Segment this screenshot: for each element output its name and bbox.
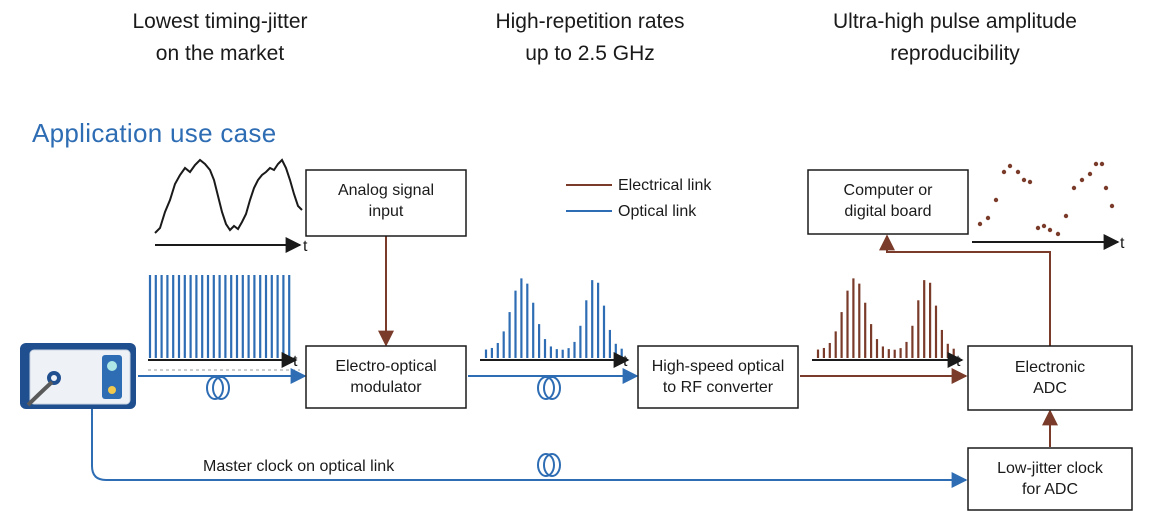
sample-point	[1109, 203, 1115, 209]
sample-point	[1021, 177, 1027, 183]
feature-jitter-line1: Lowest timing-jitter	[132, 10, 308, 33]
sample-point	[1027, 179, 1033, 185]
master-clock-label: Master clock on optical link	[203, 458, 395, 475]
sample-point	[1093, 161, 1099, 167]
electro-optical-modulator-box: Electro-optical modulator	[305, 345, 467, 409]
sampled-axis-label: t	[1120, 235, 1125, 252]
fiber-coil-icon	[537, 376, 561, 400]
feature-jitter: Lowest timing-jitter on the market	[80, 6, 360, 70]
sample-point	[985, 215, 991, 221]
optical-link-master-clock	[91, 408, 968, 488]
computer-line2: digital board	[844, 203, 931, 220]
sampled-data-plot: t	[972, 161, 1125, 252]
laser-device-icon	[20, 343, 136, 409]
rf-axis-label: t	[956, 353, 961, 370]
analog-waveform-trace	[154, 158, 303, 234]
modulated-optical-pulses: t	[480, 278, 630, 370]
legend-optical-label: Optical link	[618, 203, 697, 220]
sample-point	[1079, 177, 1085, 183]
legend-electrical-label: Electrical link	[618, 177, 712, 194]
analog-input-box: Analog signal input	[305, 169, 467, 237]
clock-line1: Low-jitter clock	[997, 460, 1104, 477]
computer-line1: Computer or	[844, 182, 934, 199]
feature-amplitude: Ultra-high pulse amplitude reproducibili…	[805, 6, 1105, 70]
feature-amplitude-line1: Ultra-high pulse amplitude	[833, 10, 1077, 33]
optical-pulse-train: t	[148, 275, 300, 371]
sample-point	[1047, 227, 1053, 233]
feature-repetition-line2: up to 2.5 GHz	[525, 42, 655, 65]
analog-waveform-plot: t	[154, 158, 308, 255]
adc-line2: ADC	[1033, 380, 1067, 397]
converter-line2: to RF converter	[663, 379, 774, 396]
feature-amplitude-line2: reproducibility	[890, 42, 1020, 65]
sample-point	[1041, 223, 1047, 229]
sample-point	[1063, 213, 1069, 219]
section-title: Application use case	[32, 118, 277, 148]
low-jitter-clock-box: Low-jitter clock for ADC	[967, 447, 1133, 511]
sample-point	[1099, 161, 1105, 167]
electrical-link-adc-to-computer	[879, 234, 1051, 346]
clock-line2: for ADC	[1022, 481, 1078, 498]
sample-point	[1035, 225, 1041, 231]
fiber-coil-icon	[206, 376, 230, 400]
analog-axis-label: t	[303, 238, 308, 255]
modulated-axis-label: t	[623, 353, 628, 370]
sample-point	[1015, 169, 1021, 175]
sample-point	[1007, 163, 1013, 169]
legend: Electrical link Optical link	[566, 177, 712, 220]
pulse-train-axis-label: t	[293, 353, 298, 370]
feature-repetition-line1: High-repetition rates	[495, 10, 685, 33]
fiber-coil-icon	[537, 453, 561, 477]
feature-repetition: High-repetition rates up to 2.5 GHz	[450, 6, 730, 70]
electronic-adc-box: Electronic ADC	[967, 345, 1133, 411]
sample-point	[1087, 171, 1093, 177]
converter-line1: High-speed optical	[652, 358, 785, 375]
rf-pulses: t	[812, 278, 964, 370]
sample-point	[1001, 169, 1007, 175]
analog-input-line2: input	[369, 203, 404, 220]
computer-box: Computer or digital board	[807, 169, 969, 235]
analog-input-line1: Analog signal	[338, 182, 434, 199]
modulator-line2: modulator	[350, 379, 422, 396]
sample-point	[1055, 231, 1061, 237]
connections	[91, 234, 1058, 488]
sample-point	[993, 197, 999, 203]
adc-line1: Electronic	[1015, 359, 1085, 376]
modulator-line1: Electro-optical	[335, 358, 436, 375]
sample-point	[1071, 185, 1077, 191]
sample-point	[1103, 185, 1109, 191]
sample-point	[977, 221, 983, 227]
optical-rf-converter-box: High-speed optical to RF converter	[637, 345, 799, 409]
feature-jitter-line2: on the market	[155, 42, 285, 65]
